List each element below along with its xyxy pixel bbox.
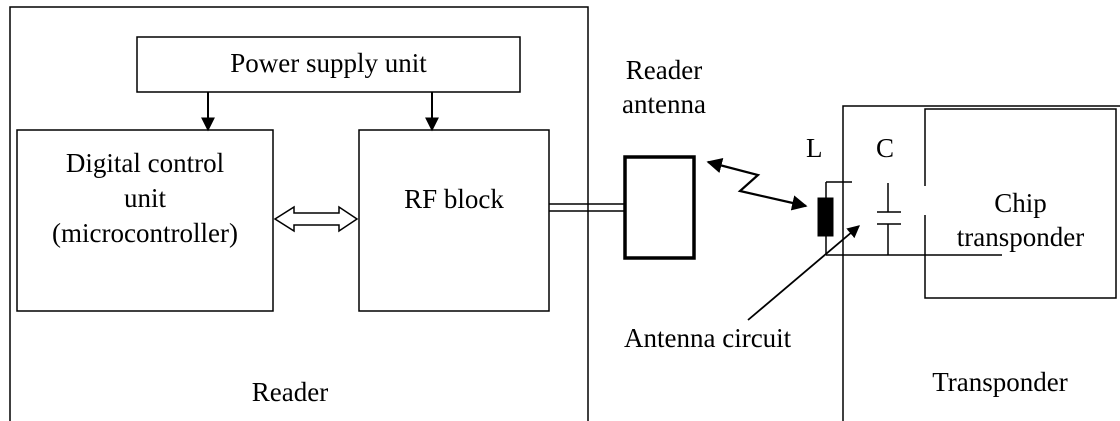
reader-label: Reader xyxy=(251,377,329,407)
digital-control-line-3: (microcontroller) xyxy=(52,218,238,248)
antenna-circuit-pointer xyxy=(747,225,860,321)
inductor-coil xyxy=(817,197,834,237)
reader-antenna-label: Reader antenna xyxy=(604,53,724,121)
reader-antenna-line-1: Reader xyxy=(625,55,703,85)
digital-control-box xyxy=(16,129,274,312)
power-supply-box xyxy=(136,36,521,93)
reader-antenna-line-2: antenna xyxy=(622,89,706,119)
chip-transponder-line-1: Chip xyxy=(994,188,1047,218)
inductor-label: L xyxy=(806,133,823,163)
digital-control-line-2: unit xyxy=(123,183,166,213)
antenna-circuit-label: Antenna circuit xyxy=(624,323,792,353)
reader-enclosure xyxy=(9,6,589,421)
capacitor-label: C xyxy=(876,133,895,163)
power-supply-label: Power supply unit xyxy=(230,48,427,78)
transponder-enclosure xyxy=(842,105,1120,421)
digital-control-label: Digital control unit (microcontroller) xyxy=(17,146,273,251)
transponder-label: Transponder xyxy=(932,367,1068,397)
chip-transponder-label: Chip transponder xyxy=(925,186,1116,254)
reader-antenna-box xyxy=(623,155,696,260)
data-exchange-arrow xyxy=(273,205,359,233)
rf-block-box xyxy=(358,129,550,312)
wireless-link-arrow xyxy=(706,158,808,211)
chip-transponder-box xyxy=(924,108,1117,299)
digital-control-line-1: Digital control xyxy=(65,148,225,178)
chip-transponder-line-2: transponder xyxy=(956,222,1085,252)
rf-block-label: RF block xyxy=(404,184,504,214)
